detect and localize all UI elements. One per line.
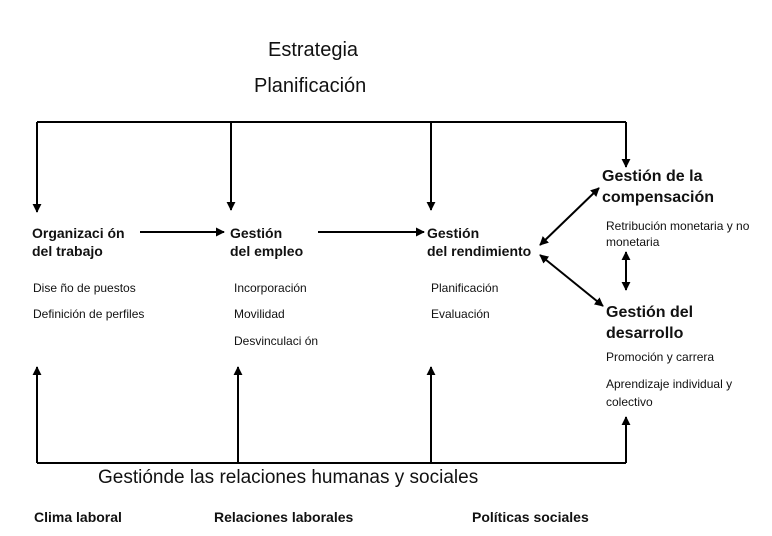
desarrollo-item: colectivo [606,395,653,409]
footer-title: Gestiónde las relaciones humanas y socia… [98,467,479,488]
arrow-rendimiento-compensacion [539,187,600,246]
rendimiento-item: Planificación [431,281,499,295]
node-organizacion-title: Organizaci ón del trabajo [32,225,125,259]
organizacion-item: Definición de perfiles [33,307,145,321]
empleo-item: Incorporación [234,281,307,295]
rendimiento-item: Evaluación [431,307,490,321]
desarrollo-item: Promoción y carrera [606,350,715,364]
organizacion-item: Dise ño de puestos [33,281,136,295]
empleo-item: Movilidad [234,307,285,321]
node-compensacion-title: Gestión de la compensación [602,168,715,206]
footer-item-clima: Clima laboral [34,509,122,525]
footer-item-politicas: Políticas sociales [472,509,589,525]
header-planificacion: Planificación [254,75,367,97]
compensacion-description: Retribución monetaria y no monetaria [606,219,750,249]
header-estrategia: Estrategia [268,39,359,61]
node-rendimiento-title: Gestión del rendimiento [427,225,532,259]
empleo-item: Desvinculaci ón [234,334,319,348]
footer-item-relaciones: Relaciones laborales [214,509,354,525]
node-empleo-title: Gestión del empleo [230,225,304,259]
arrow-rendimiento-desarrollo [539,254,604,307]
desarrollo-item: Aprendizaje individual y [606,377,733,391]
node-desarrollo-title: Gestión del desarrollo [606,304,694,342]
